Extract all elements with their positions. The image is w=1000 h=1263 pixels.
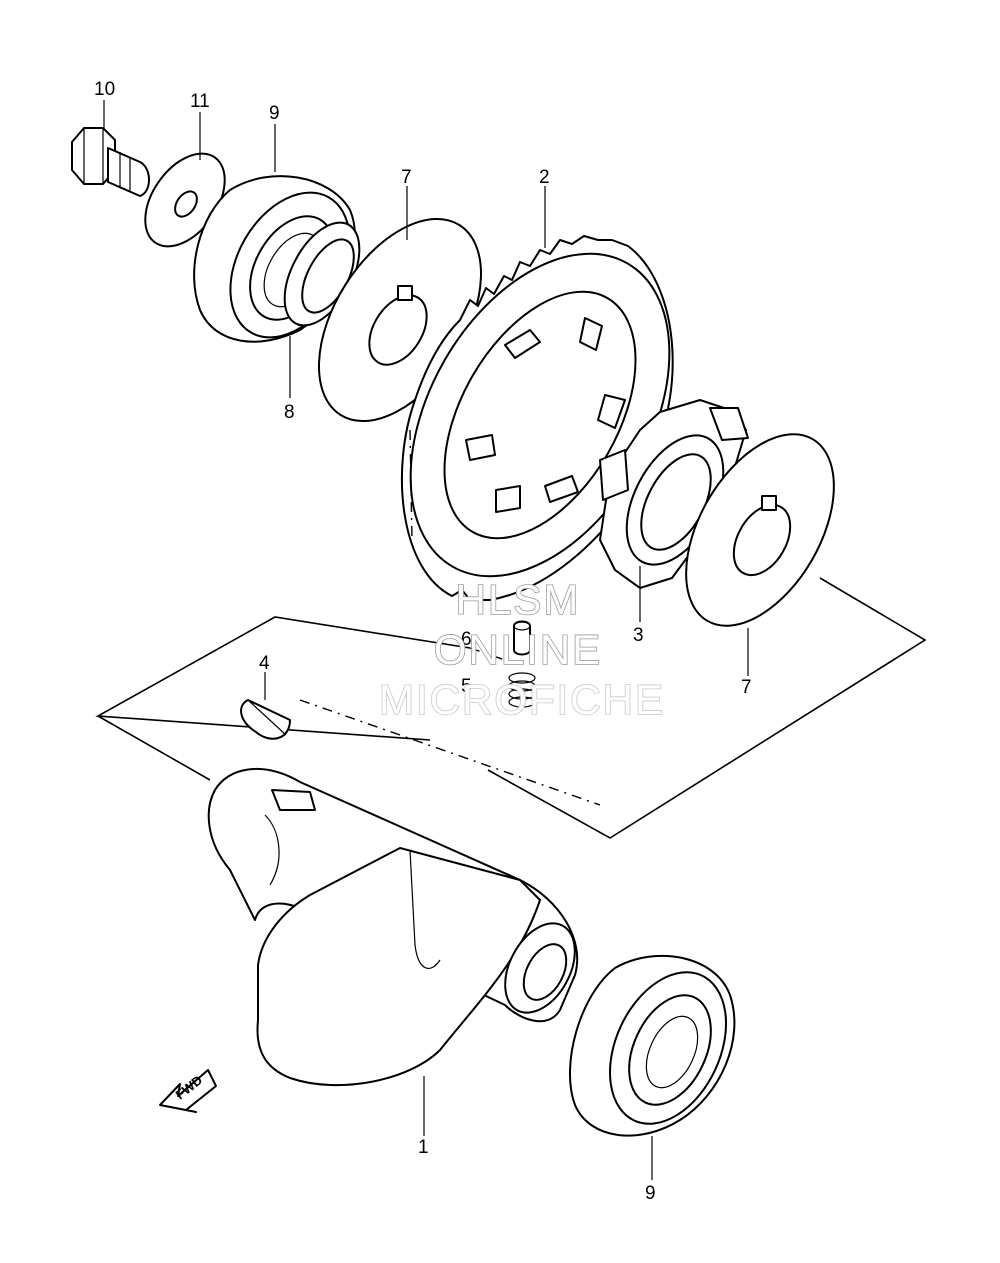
shaft-part-1[interactable]: [207, 768, 589, 1087]
callout-11: 11: [190, 91, 210, 112]
callout-6: 6: [461, 629, 472, 650]
callout-10: 10: [94, 79, 115, 100]
callout-8: 8: [284, 402, 295, 423]
spring-part-5[interactable]: [508, 672, 536, 708]
bolt-part-10[interactable]: [71, 127, 150, 197]
callout-9-upper: 9: [269, 103, 280, 124]
callout-7-lower: 7: [741, 677, 752, 698]
callout-labels: 10 11 9 7 2 8 3 7 6 5 4 1 9: [94, 79, 752, 1204]
key-part-4[interactable]: [240, 699, 291, 740]
pin-part-6[interactable]: [513, 620, 531, 656]
fwd-arrow-icon: FWD: [159, 1069, 217, 1113]
thrust-washer-part-7-lower[interactable]: [656, 409, 865, 651]
callout-9-lower: 9: [645, 1183, 656, 1204]
callout-7-upper: 7: [401, 167, 412, 188]
watermark: HLSM ONLINE MICROFICHE: [378, 575, 665, 724]
watermark-line-3: MICROFICHE: [379, 676, 665, 723]
callout-2: 2: [539, 167, 550, 188]
watermark-line-2: ONLINE: [434, 626, 602, 673]
callout-1: 1: [418, 1137, 429, 1158]
callout-5: 5: [461, 676, 472, 697]
clutch-hub-part-3[interactable]: [599, 399, 749, 589]
callout-3: 3: [633, 625, 644, 646]
watermark-line-1: HLSM: [456, 576, 581, 623]
bearing-part-9-lower[interactable]: [568, 954, 749, 1143]
leader-lines: [103, 100, 749, 1180]
callout-4: 4: [259, 653, 270, 674]
